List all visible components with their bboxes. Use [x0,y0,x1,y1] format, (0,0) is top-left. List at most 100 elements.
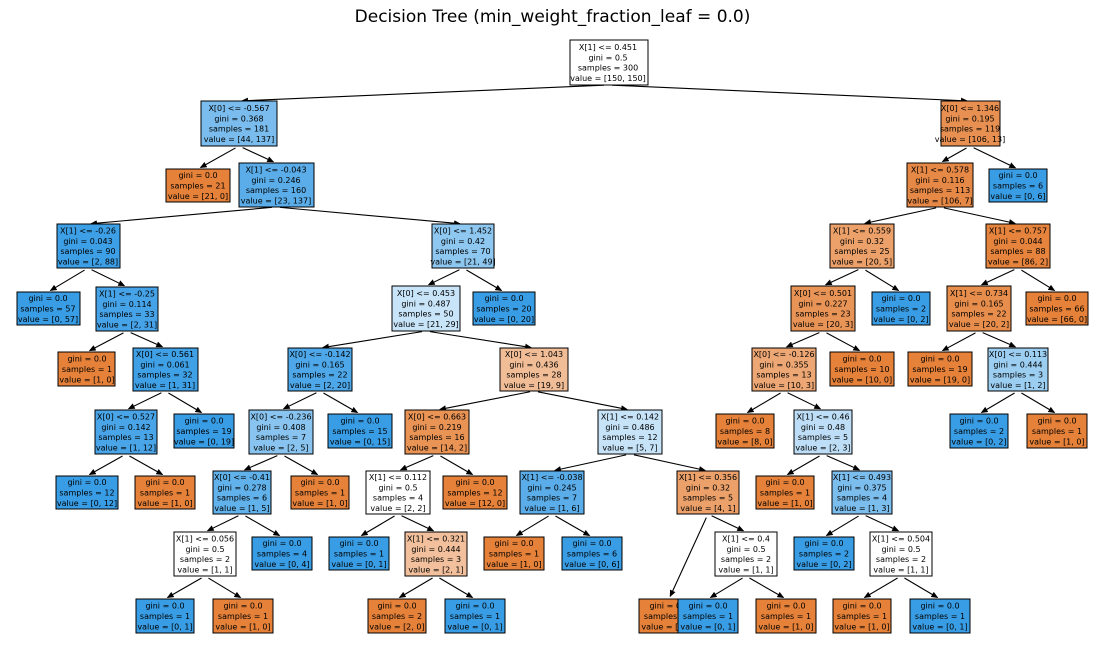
node-text-line: samples = 4 [373,494,423,503]
node-text-line: gini = 0.165 [954,299,1003,308]
node-box [949,413,1009,449]
node-text-line: value = [0, 57] [18,315,78,324]
edge-n43-n57 [943,207,1017,226]
node-box [248,409,314,455]
node-text-line: value = [10, 3] [754,381,814,390]
node-text-line: value = [2, 1] [408,565,463,574]
edge-n0-n1 [240,84,605,104]
node-text-line: gini = 0.0 [920,355,959,364]
node-box [676,470,740,515]
node-text-line: value = [0, 2] [873,315,928,324]
node-box [829,223,895,269]
edge-n18-n20 [208,577,242,598]
edge-n1-n2 [199,147,236,169]
node-text-line: value = [1, 0] [215,622,270,631]
edge-n25-n31 [440,455,474,475]
node-text-line: value = [1, 0] [137,499,192,508]
node-text-line: samples = 2 [876,555,926,564]
edge-n58-n60 [982,332,1017,348]
node-text-line: gini = 0.355 [759,360,808,369]
node-text-line: value = [4, 1] [680,504,735,513]
edge-n43-n44 [863,207,937,226]
node-text-line: value = [150, 150] [570,74,646,83]
node-text-line: gini = 0.0 [339,539,378,548]
node-box [95,286,159,332]
node-text-line: value = [2, 0] [369,622,424,631]
edge-n18-n19 [166,577,202,599]
node-text-line: X[1] <= 0.321 [407,535,465,544]
node-text-line: samples = 88 [990,247,1045,256]
node-text-line: value = [0, 6] [564,560,619,569]
node-text-line: X[1] <= 0.559 [833,227,891,236]
node-text-line: gini = 0.116 [915,176,964,185]
node-text-line: value = [1, 31] [135,381,195,390]
node-box [431,223,495,269]
edge-n17-n21 [245,515,281,537]
node-box [16,291,81,326]
node-text-line: value = [106, 7] [907,196,972,205]
node-text-line: value = [1, 6] [524,504,579,513]
node-text-line: gini = 0.246 [251,176,300,185]
node-text-line: X[1] <= 0.46 [796,413,849,422]
node-text-line: X[0] <= 0.501 [794,289,852,298]
node-text-line: samples = 1 [837,612,887,621]
node-box [94,409,158,455]
node-box [829,351,895,387]
node-text-line: samples = 1 [334,550,384,559]
node-text-line: value = [44, 137] [204,135,274,144]
node-text-line: samples = 1 [760,489,810,498]
node-text-line: value = [0, 1] [447,622,502,631]
node-text-line: samples = 8 [720,427,770,436]
node-text-line: value = [0, 2] [951,437,1006,446]
node-text-line: value = [2, 31] [97,320,157,329]
node-text-line: gini = 0.368 [214,114,263,123]
node-box [287,347,353,392]
node-text-line: X[1] <= 0.578 [911,166,969,175]
node-text-line: X[0] <= -0.126 [753,350,814,359]
node-text-line: X[1] <= 0.356 [679,473,737,482]
node-box [442,475,508,510]
node-text-line: samples = 119 [940,125,1000,134]
node-text-line: samples = 22 [292,371,347,380]
node-box [404,531,468,577]
edge-n32-n33 [553,454,627,473]
node-text-line: samples = 160 [246,186,306,195]
node-text-line: samples = 2 [876,305,926,314]
node-text-line: value = [2, 88] [58,257,118,266]
node-text-line: samples = 10 [834,365,889,374]
node-text-line: X[0] <= 1.452 [434,227,492,236]
edge-n28-n29 [398,577,433,598]
node-text-line: gini = 0.044 [993,237,1042,246]
node-text-line: samples = 3 [644,612,694,621]
node-box [404,409,470,455]
node-text-line: gini = 0.0 [67,478,106,487]
node-text-line: gini = 0.5 [588,53,627,62]
node-text-line: gini = 0.0 [881,294,920,303]
edge-n52-n54 [904,577,939,598]
node-box [569,39,649,86]
node-text-line: samples = 1 [1032,427,1082,436]
node-text-line: samples = 23 [795,310,850,319]
node-text-line: gini = 0.0 [340,417,379,426]
node-text-line: samples = 300 [578,64,638,73]
node-box [173,413,235,449]
node-box [499,347,569,392]
node-text-line: value = [21, 49] [430,257,495,266]
node-text-line: samples = 32 [137,371,192,380]
edge-n3-n4 [89,206,273,227]
node-text-line: value = [1, 0] [834,622,889,631]
node-text-line: samples = 1 [761,612,811,621]
node-box [56,223,121,269]
edge-n50-n51 [825,515,859,536]
node-text-line: samples = 2 [799,550,849,559]
node-text-line: gini = 0.0 [765,478,804,487]
